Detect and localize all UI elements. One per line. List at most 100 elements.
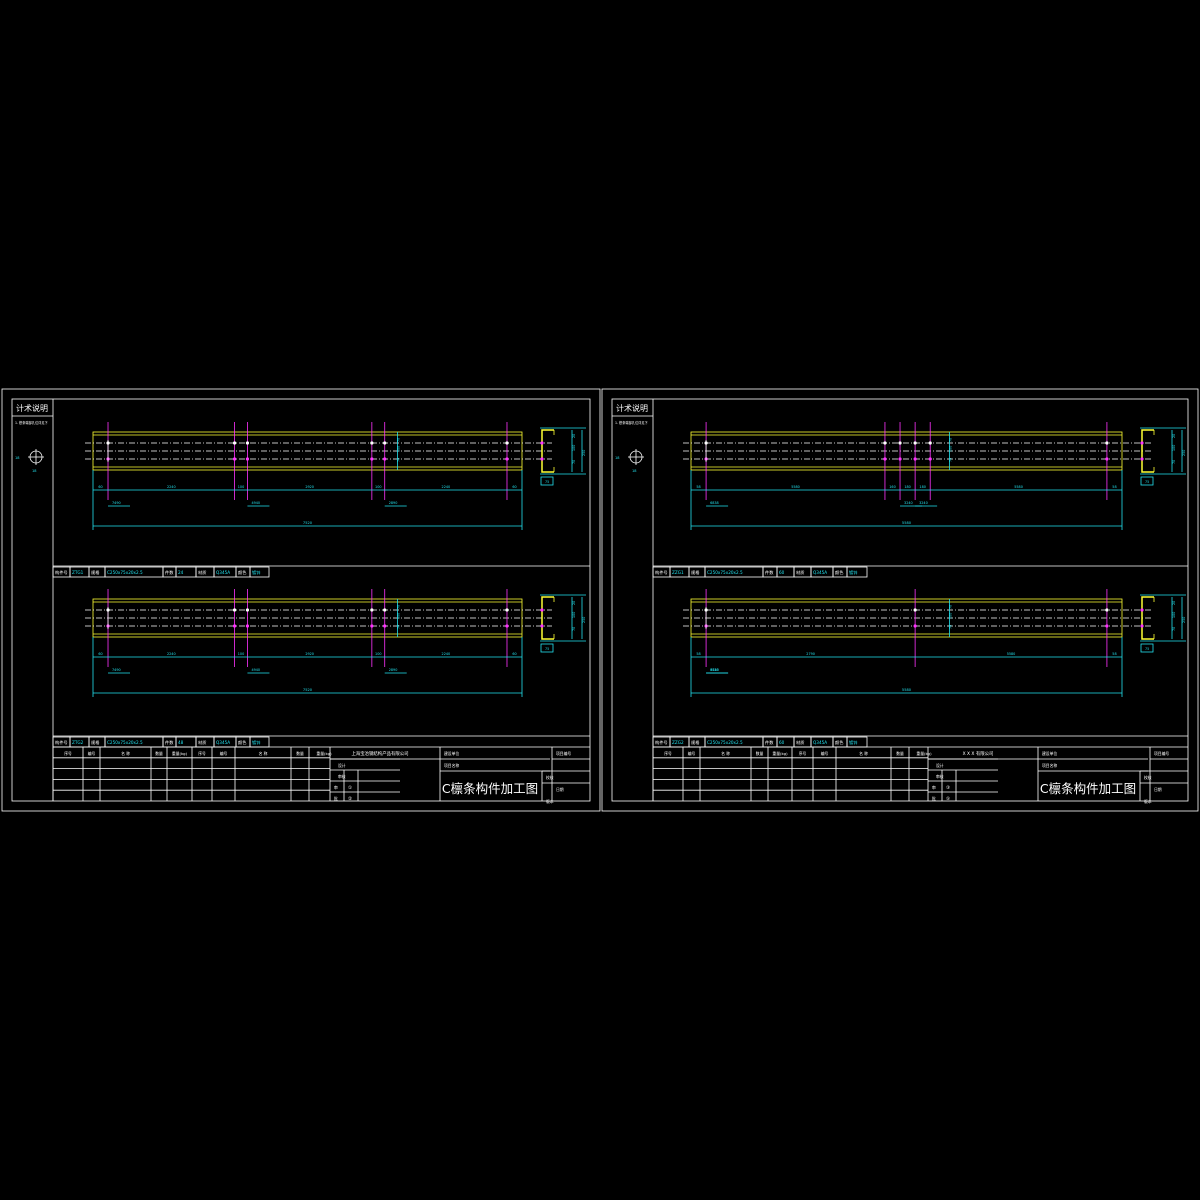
bolt-hole: [1140, 441, 1144, 445]
bolt-hole: [505, 457, 509, 461]
section-dimension-label: 20: [572, 434, 576, 438]
hole-position-label: 4940: [251, 501, 260, 505]
hole-position-label: 6838: [710, 668, 719, 672]
dimension-label: 180: [904, 485, 910, 489]
section-dimension-label: 250: [582, 617, 586, 623]
web-dimension-label: 70: [949, 605, 953, 609]
dimension-label: 58: [696, 652, 700, 656]
flange-dimension-label: 75: [1145, 480, 1149, 484]
dimension-label: 160: [889, 485, 895, 489]
web-dimension-label: 70: [949, 625, 953, 629]
parts-table-header: 数量: [155, 751, 163, 756]
bolt-hole: [913, 441, 917, 445]
project-no-label: 项目编号: [556, 751, 571, 756]
hole-position-label: 4940: [251, 668, 260, 672]
flange-dimension-label: 75: [1145, 647, 1149, 651]
info-material-label: 材质: [796, 739, 804, 746]
bolt-hole: [540, 624, 544, 628]
project-no-label: 项目编号: [1154, 751, 1169, 756]
info-finish: 镀锌: [849, 569, 858, 576]
project-name-label: 项目名称: [1042, 763, 1057, 768]
flange-dimension-box: [540, 643, 554, 653]
notes-line: 1. 檩条端部孔位详见下: [15, 420, 49, 425]
info-finish: 镀锌: [252, 739, 261, 746]
flange-dimension-label: 75: [545, 480, 549, 484]
project-name-label: 项目名称: [444, 763, 459, 768]
bolt-hole: [913, 608, 917, 612]
info-part-label: 构件号: [655, 739, 668, 746]
revision-circle: ⑤: [946, 796, 950, 802]
hole-position-label: 7490: [112, 501, 121, 505]
row-label: 批: [334, 796, 338, 801]
parts-table-header: 数量: [896, 751, 904, 756]
design-label: 设计: [338, 763, 346, 768]
bolt-hole: [540, 441, 544, 445]
c-section-shape: [1141, 596, 1154, 640]
info-qty-label: 件数: [165, 569, 174, 576]
info-material-label: 材质: [198, 569, 206, 576]
info-material: Q345A: [216, 570, 230, 575]
dimension-label: 60: [98, 652, 102, 656]
web-dimension-label: 70: [397, 605, 401, 609]
bolt-hole: [505, 624, 509, 628]
dimension-label: 5580: [1014, 485, 1023, 489]
dimension-label: 58: [696, 485, 700, 489]
section-dimension-label: 100: [1172, 612, 1176, 618]
bolt-hole: [540, 457, 544, 461]
sheet-inner-frame: [11, 398, 591, 802]
title-block: 序号编号名 称数量重量(kg)序号编号名 称数量重量(kg)上海宝冶钢结构产品有…: [52, 746, 590, 804]
dimension-label: 60: [512, 485, 516, 489]
info-part-label: 构件号: [55, 739, 68, 746]
bolt-hole: [1140, 457, 1144, 461]
bolt-hole: [913, 457, 917, 461]
approve-label: 校核: [546, 775, 554, 780]
project-label: 建设单位: [444, 751, 459, 756]
revision-circle: ①: [348, 785, 352, 791]
sheet-outer-frame: [1, 388, 601, 812]
web-dimension-label: 100: [949, 446, 953, 452]
parts-table-header: 数量: [756, 751, 764, 756]
bolt-hole: [370, 624, 374, 628]
company-name: X X X 有限公司: [963, 750, 994, 757]
dimension-label: 58: [1112, 485, 1116, 489]
bolt-hole: [370, 441, 374, 445]
check-label: 审核: [338, 774, 346, 779]
parts-table-header: 重量(kg): [772, 751, 788, 756]
info-qty: 60: [779, 740, 785, 745]
section-dimension-label: 20: [1172, 601, 1176, 605]
bolt-hole: [245, 608, 250, 612]
section-dimension-label: 100: [1172, 445, 1176, 451]
hole-position-label: 7490: [112, 668, 121, 672]
web-dimension-label: 70: [397, 458, 401, 462]
notes-line: 1. 檩条端部孔位详见下: [615, 420, 649, 425]
bolt-hole: [232, 441, 237, 445]
bolt-hole: [883, 457, 887, 461]
revision-circle: ②: [348, 796, 352, 802]
drawing-title: C檩条构件加工图: [442, 781, 538, 796]
info-cell: [846, 566, 868, 578]
info-material: Q345A: [813, 740, 827, 745]
section-dimension-label: 70: [572, 627, 576, 631]
dimension-label: 58: [1112, 652, 1116, 656]
hole-dimension: 18: [632, 469, 636, 473]
section-dimension-label: 20: [1172, 434, 1176, 438]
bolt-hole: [505, 608, 509, 612]
check-label: 审核: [936, 774, 944, 779]
parts-table-header: 重量(kg): [316, 751, 332, 756]
parts-table-header: 重量(kg): [916, 751, 932, 756]
parts-table-header: 序号: [64, 751, 72, 756]
dimension-label: 2240: [442, 652, 451, 656]
web-dimension-label: 70: [397, 438, 401, 442]
hole-position-label: 6838: [710, 501, 719, 505]
info-material-label: 材质: [796, 569, 804, 576]
info-material: Q345A: [813, 570, 827, 575]
parts-table-header: 序号: [664, 751, 672, 756]
bolt-hole: [245, 441, 250, 445]
info-finish-label: 颜色: [238, 569, 247, 576]
bolt-hole: [883, 441, 887, 445]
